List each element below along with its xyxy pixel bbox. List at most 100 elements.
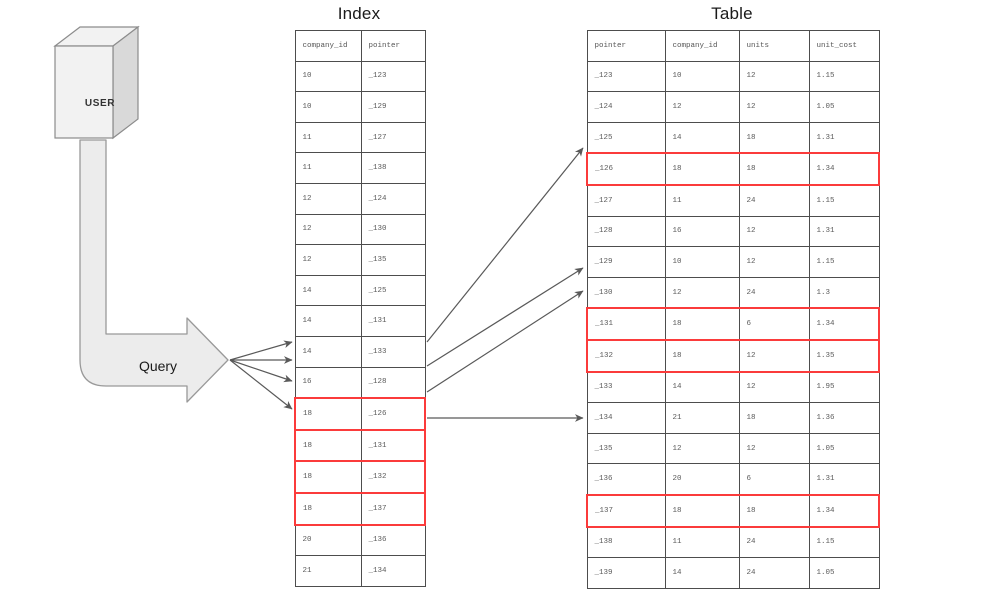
diagram-vector-layer (53, 25, 584, 422)
table-cell-units: 24 (738, 525, 810, 559)
table-cell-pointer: _138 (586, 525, 666, 559)
index-cell-company_id: 14 (294, 305, 362, 337)
query-arrow-label: Query (138, 358, 178, 374)
table-cell-company_id: 21 (664, 402, 740, 434)
table-cell-unit_cost: 1.31 (808, 215, 880, 248)
table-cell-pointer: _127 (586, 184, 666, 217)
table-cell-company_id: 14 (664, 371, 740, 404)
table-cell-company_id: 10 (664, 246, 740, 278)
table-cell-unit_cost: 1.15 (808, 184, 880, 217)
table-cell-units: 24 (738, 184, 810, 217)
table-cell-units: 18 (738, 493, 810, 528)
index-row: 16_128 (294, 366, 426, 399)
index-cell-pointer: _130 (360, 213, 426, 246)
index-cell-company_id: 11 (294, 152, 362, 184)
table-cell-company_id: 12 (664, 432, 740, 465)
index-row: 14_125 (294, 274, 426, 307)
index-header-company_id: company_id (294, 30, 362, 62)
index-to-table-arrows (426, 147, 584, 422)
index-title: Index (337, 4, 381, 23)
table-cell-unit_cost: 1.15 (808, 525, 880, 559)
table-cell-pointer: _136 (586, 463, 666, 496)
index-cell-company_id: 14 (294, 335, 362, 368)
table-cell-pointer: _137 (586, 493, 666, 528)
table-cell-unit_cost: 1.34 (808, 152, 880, 186)
user-cube-label: USER (84, 98, 116, 109)
table-cell-pointer: _139 (586, 557, 666, 589)
index-row: 11_127 (294, 121, 426, 154)
table-cell-unit_cost: 1.34 (808, 493, 880, 528)
index-cell-company_id: 10 (294, 91, 362, 123)
table-cell-units: 18 (738, 402, 810, 434)
table-cell-units: 6 (738, 463, 810, 496)
index-row: 12_124 (294, 182, 426, 215)
table-cell-unit_cost: 1.95 (808, 371, 880, 404)
index-cell-pointer: _138 (360, 152, 426, 184)
table-header-units: units (738, 30, 810, 62)
index-cell-company_id: 12 (294, 213, 362, 246)
table-cell-pointer: _128 (586, 215, 666, 248)
table-cell-unit_cost: 1.31 (808, 121, 880, 154)
table-cell-unit_cost: 1.31 (808, 463, 880, 496)
table-header-pointer: pointer (586, 30, 666, 62)
index-cell-pointer: _136 (360, 523, 426, 557)
table-cell-unit_cost: 1.05 (808, 91, 880, 123)
table-cell-company_id: 11 (664, 525, 740, 559)
table-title: Table (711, 4, 753, 23)
table-cell-company_id: 10 (664, 60, 740, 93)
table-cell-pointer: _123 (586, 60, 666, 93)
index-row: 11_138 (294, 152, 426, 184)
index-cell-pointer: _128 (360, 366, 426, 399)
table-cell-company_id: 12 (664, 276, 740, 309)
index-cell-company_id: 18 (294, 460, 362, 494)
index-cell-pointer: _132 (360, 460, 426, 494)
table-cell-units: 12 (738, 215, 810, 248)
table-cell-unit_cost: 1.05 (808, 432, 880, 465)
index-cell-pointer: _131 (360, 428, 426, 463)
index-cell-pointer: _135 (360, 244, 426, 276)
table-cell-units: 18 (738, 121, 810, 154)
table-cell-unit_cost: 1.3 (808, 276, 880, 309)
table-cell-company_id: 18 (664, 152, 740, 186)
query-to-index-arrows (229, 340, 293, 410)
index-row-highlighted: 18_131 (294, 428, 426, 463)
table-cell-pointer: _125 (586, 121, 666, 154)
index-cell-company_id: 12 (294, 182, 362, 215)
index-row: 10_123 (294, 60, 426, 93)
table-cell-company_id: 14 (664, 557, 740, 589)
table-cell-units: 6 (738, 307, 810, 341)
table-cell-company_id: 11 (664, 184, 740, 217)
table-cell-pointer: _131 (586, 307, 666, 341)
index-cell-pointer: _131 (360, 305, 426, 337)
table-header-unit_cost: unit_cost (808, 30, 880, 62)
index-cell-company_id: 20 (294, 523, 362, 557)
table-cell-company_id: 12 (664, 91, 740, 123)
index-cell-company_id: 12 (294, 244, 362, 276)
index-cell-company_id: 11 (294, 121, 362, 154)
table-cell-pointer: _130 (586, 276, 666, 309)
table-cell-unit_cost: 1.15 (808, 246, 880, 278)
index-cell-pointer: _133 (360, 335, 426, 368)
index-cell-pointer: _123 (360, 60, 426, 93)
table-cell-units: 12 (738, 246, 810, 278)
index-row: 12_130 (294, 213, 426, 246)
index-row-highlighted: 18_132 (294, 460, 426, 494)
table-cell-company_id: 14 (664, 121, 740, 154)
table-cell-company_id: 18 (664, 493, 740, 528)
table-cell-unit_cost: 1.34 (808, 307, 880, 341)
table-cell-pointer: _134 (586, 402, 666, 434)
table-cell-pointer: _124 (586, 91, 666, 123)
table-cell-pointer: _126 (586, 152, 666, 186)
